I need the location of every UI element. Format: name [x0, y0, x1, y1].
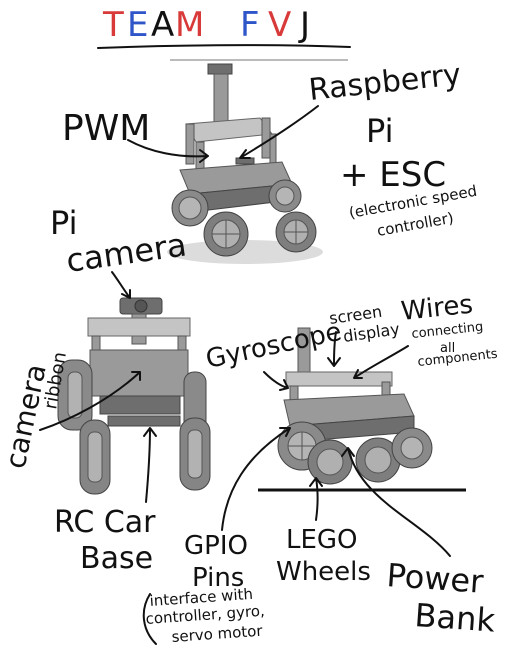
title-letter-v: V: [268, 5, 291, 45]
title-letter-a: A: [151, 5, 174, 45]
robot-front-illustration: [58, 298, 210, 494]
label-pwm: PWM: [62, 108, 150, 149]
label-rc-car-line2: Base: [80, 541, 153, 576]
label-pi: Pi: [366, 112, 393, 150]
title: T E A M F V J: [98, 5, 350, 48]
front-wheel-bottom-left: [80, 420, 110, 494]
side-wheel-back-left: [308, 440, 352, 484]
title-letter-f: F: [240, 5, 260, 45]
title-letter-t: T: [102, 5, 124, 45]
top-wheel-front-right: [276, 212, 316, 252]
label-rc-car-line1: RC Car: [54, 505, 156, 540]
arrow-pi-camera: [112, 272, 130, 298]
label-pi-camera-line2: camera: [64, 225, 189, 279]
top-wheel-back-left: [172, 190, 208, 226]
title-letter-j: J: [298, 5, 310, 45]
front-wheel-bottom-right: [180, 418, 210, 490]
title-letter-e: E: [127, 5, 148, 45]
title-letter-m: M: [175, 5, 204, 45]
label-lego-line2: Wheels: [276, 557, 371, 587]
top-wheel-front-left: [204, 212, 248, 256]
arrow-rc-car: [144, 428, 156, 502]
label-gpio-line1: GPIO: [184, 531, 248, 561]
arrow-gyroscope: [264, 372, 288, 390]
top-wheel-back-right: [269, 180, 301, 212]
label-lego-line1: LEGO: [286, 525, 358, 555]
label-gyroscope: Gyroscope: [203, 317, 344, 375]
label-power-line2: Bank: [413, 596, 496, 640]
label-raspberry: Raspberry: [307, 57, 462, 108]
arrow-lego: [310, 478, 322, 520]
side-wheel-back-right: [392, 428, 432, 468]
label-power-line1: Power: [385, 556, 485, 601]
label-wires-sub-line3: components: [417, 347, 499, 370]
label-pi-camera-line1: Pi: [50, 204, 77, 242]
title-underline: [98, 45, 350, 48]
